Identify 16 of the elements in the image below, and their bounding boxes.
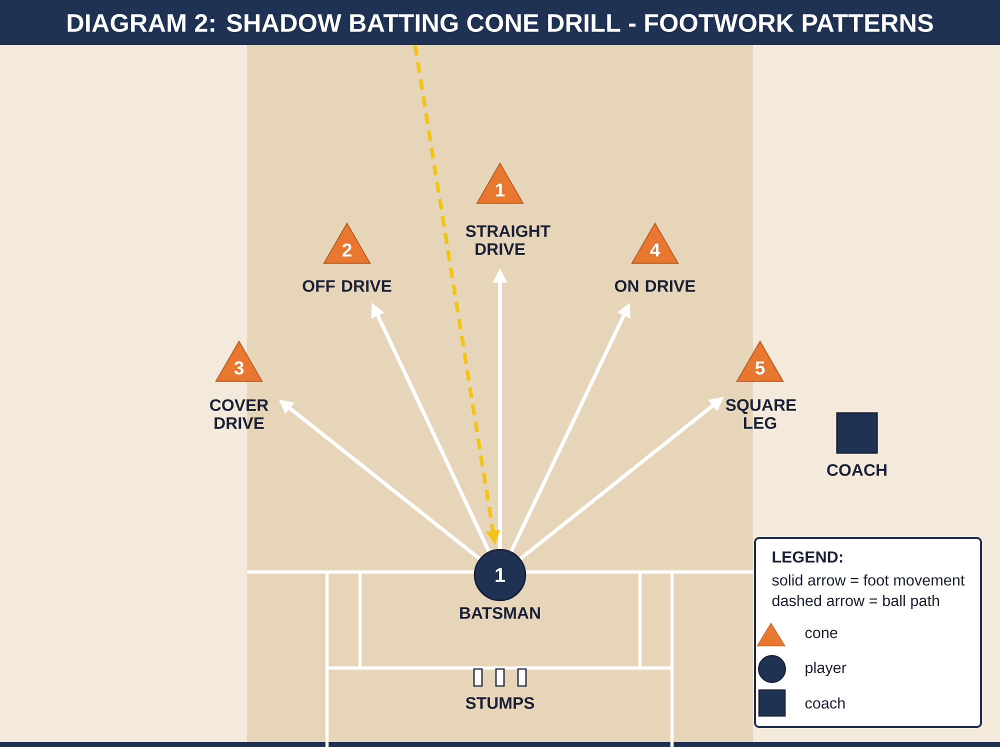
stumps-label: STUMPS (466, 697, 534, 709)
legend-text: dashed arrow = ball path (772, 594, 940, 610)
title-bar: DIAGRAM 2: SHADOW BATTING CONE DRILL - FOOTWORK PATTERNS (0, 0, 1000, 45)
position-label: OFF DRIVE (302, 280, 392, 292)
position-label: COVER DRIVE (210, 399, 268, 429)
legend-heading: LEGEND: (772, 551, 842, 563)
position-label: BATSMAN (460, 607, 540, 619)
position-label: SQUARE LEG (726, 399, 796, 429)
position-label: ON DRIVE (614, 280, 696, 292)
position-label: COACH (827, 464, 886, 476)
legend-text: player (806, 662, 846, 676)
legend-text: coach (805, 697, 845, 709)
coach-marker (836, 412, 878, 454)
position-label: STRAIGHT DRIVE (466, 225, 550, 255)
legend-text: cone (805, 630, 838, 638)
legend-text: solid arrow = foot movement (772, 574, 965, 586)
